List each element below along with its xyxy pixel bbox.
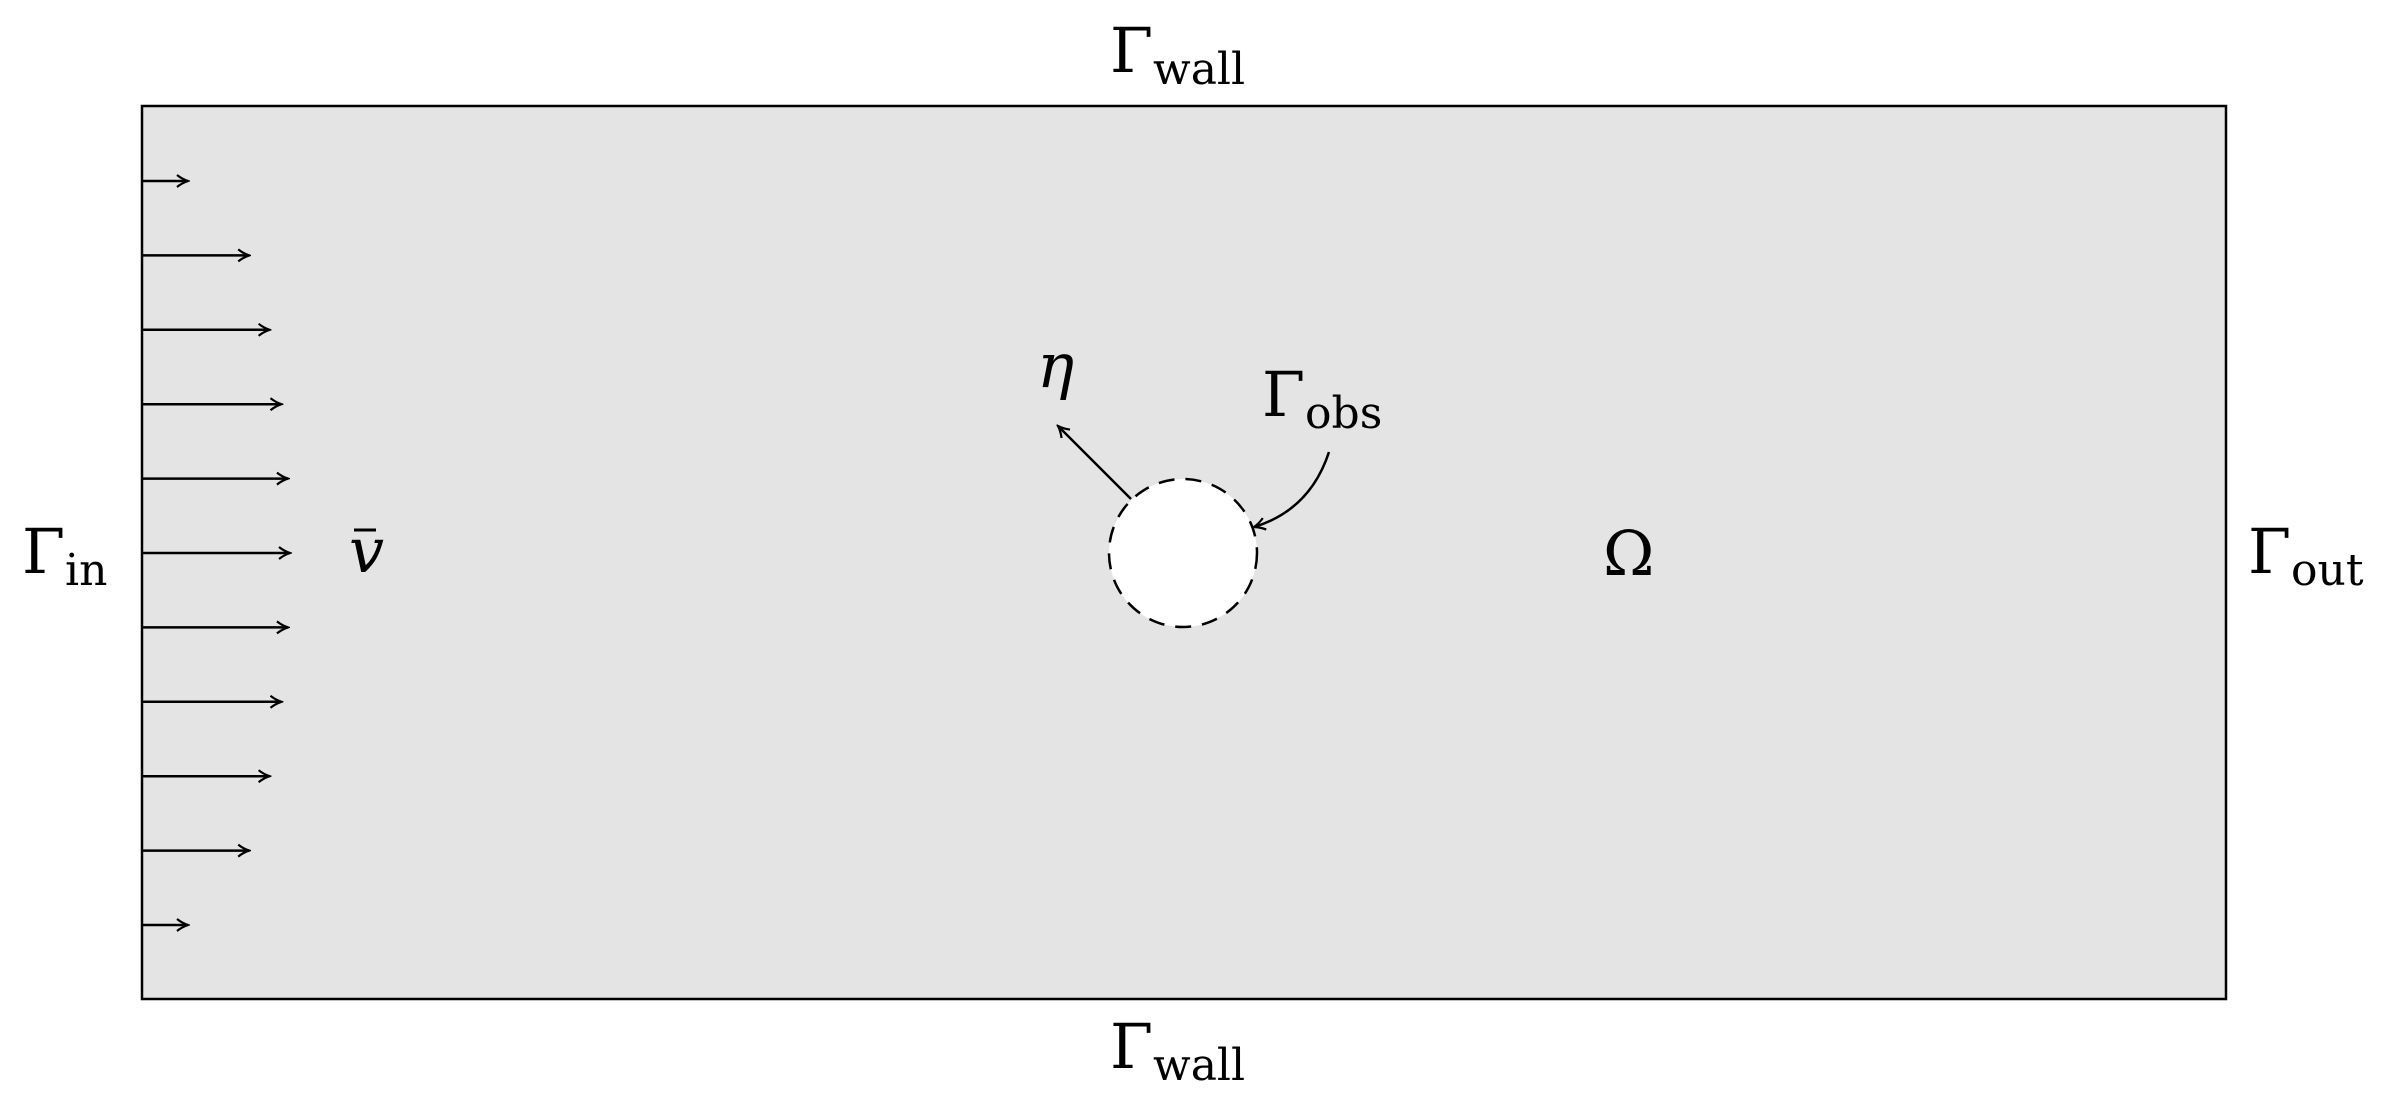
domain-label: Ω [1603, 517, 1654, 590]
velocity-label: v [349, 514, 384, 587]
inlet-label: Γin [22, 515, 107, 596]
obstacle-circle [1107, 477, 1259, 629]
obstacle-boundary-pointer [1254, 451, 1331, 527]
normal-label: η [1037, 329, 1074, 402]
wall-bottom-label: Γwall [1110, 1010, 1245, 1091]
inflow-velocity-profile [142, 181, 290, 925]
normal-vector-arrow [1058, 426, 1132, 500]
wall-top-label: Γwall [1110, 14, 1245, 95]
obstacle-boundary-label: Γobs [1262, 358, 1382, 439]
outlet-label: Γout [2248, 515, 2364, 596]
